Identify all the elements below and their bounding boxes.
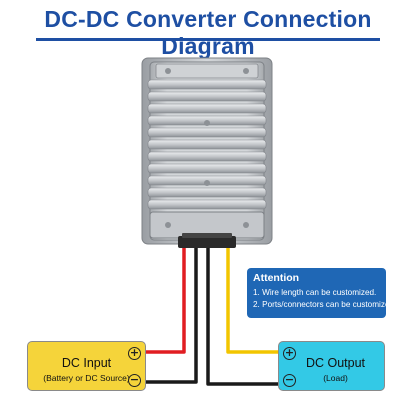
dc-input-box: DC Input (Battery or DC Source) + − xyxy=(27,341,146,391)
screw-icons xyxy=(165,68,249,228)
output-negative-terminal-icon: − xyxy=(283,373,296,387)
attention-item: 1. Wire length can be customized. xyxy=(253,288,377,297)
converter-icon xyxy=(141,57,273,248)
black-wire-output xyxy=(206,246,278,386)
attention-title: Attention xyxy=(253,272,300,284)
black-wire-input xyxy=(146,246,198,384)
yellow-wire xyxy=(226,246,278,354)
dc-input-label: DC Input xyxy=(61,356,112,370)
attention-box: Attention 1. Wire length can be customiz… xyxy=(247,268,397,318)
dc-input-sublabel: (Battery or DC Source) xyxy=(43,373,130,383)
title-underline xyxy=(36,38,380,41)
dc-output-box: DC Output (Load) + − xyxy=(278,341,385,391)
page-title: DC-DC Converter Connection Diagram xyxy=(44,6,372,59)
output-positive-terminal-icon: + xyxy=(283,346,296,360)
dc-output-sublabel: (Load) xyxy=(323,373,348,383)
input-negative-terminal-icon: − xyxy=(128,373,141,387)
red-wire xyxy=(146,246,186,354)
input-positive-terminal-icon: + xyxy=(128,346,141,360)
heatsink-fins xyxy=(147,79,267,210)
wires xyxy=(146,246,278,386)
dc-output-label: DC Output xyxy=(305,356,366,370)
attention-item: 2. Ports/connectors can be customized. xyxy=(253,300,397,309)
